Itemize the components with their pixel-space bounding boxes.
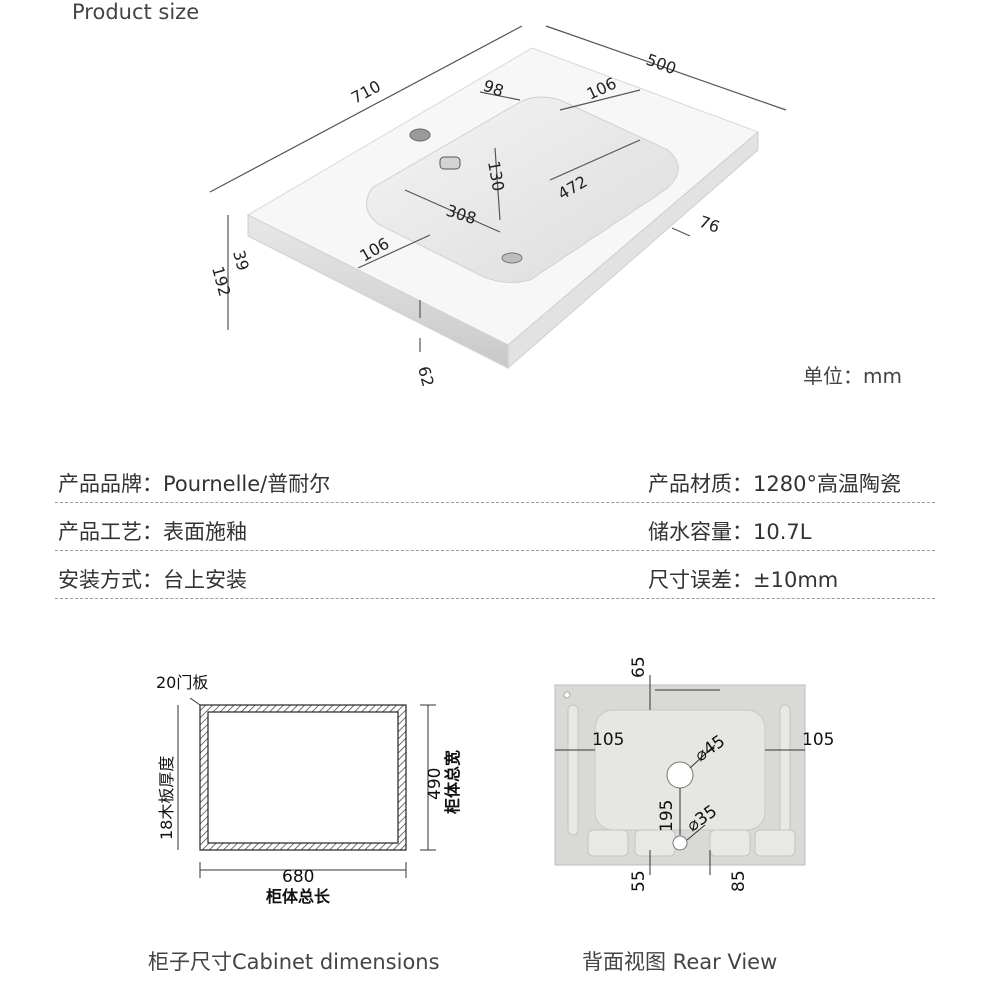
rear-top-value: 65 [629, 656, 649, 678]
spec-label: 产品品牌： [58, 472, 163, 496]
cabinet-door-label: 20门板 [156, 673, 208, 692]
spec-material: 产品材质：1280°高温陶瓷 [648, 468, 901, 498]
spec-label: 储水容量： [648, 520, 753, 544]
page-title: Product size [72, 0, 200, 24]
rear-slot-right [779, 704, 791, 836]
dim-500: 500 [644, 50, 679, 78]
rear-slot-left [567, 704, 579, 836]
cabinet-depth-label: 柜体总宽 [443, 750, 462, 814]
spec-value: 10.7L [753, 520, 812, 544]
rear-bottom-left: 55 [629, 870, 649, 892]
spec-capacity: 储水容量：10.7L [648, 516, 811, 546]
tap-hole [409, 128, 431, 142]
unit-label: 单位：mm [803, 364, 902, 388]
dim-62: 62 [414, 364, 438, 389]
dim-39: 39 [229, 248, 253, 273]
cabinet-width-value: 680 [282, 867, 314, 887]
cabinet-caption: 柜子尺寸Cabinet dimensions [148, 950, 440, 974]
rear-right-value: 105 [802, 730, 834, 750]
rear-drain-depth: 195 [657, 800, 677, 832]
spec-label: 产品工艺： [58, 520, 163, 544]
rear-drain [666, 761, 694, 789]
cabinet-inner [207, 711, 399, 844]
drain-hole [501, 252, 523, 264]
spec-value: 表面施釉 [163, 520, 247, 544]
basin-diagram: 710 500 98 106 130 472 308 106 76 39 192… [208, 25, 787, 389]
spec-brand: 产品品牌：Pournelle/普耐尔 [58, 468, 330, 498]
spec-label: 尺寸误差： [648, 568, 753, 592]
rear-foot-3 [709, 829, 751, 857]
divider [55, 502, 935, 503]
spec-value: Pournelle/普耐尔 [163, 472, 331, 496]
spec-value: ±10mm [753, 568, 839, 592]
spec-label: 产品材质： [648, 472, 753, 496]
rear-hole [672, 835, 688, 851]
cabinet-width-label: 柜体总长 [266, 887, 331, 906]
rear-foot-4 [754, 829, 796, 857]
cabinet-board-label: 18木板厚度 [157, 756, 176, 840]
rear-bottom-right: 85 [729, 870, 749, 892]
rear-foot-1 [587, 829, 629, 857]
rear-corner-hole [563, 691, 571, 699]
basin-side-edge [507, 130, 759, 370]
spec-process: 产品工艺：表面施釉 [58, 516, 247, 546]
dim-76: 76 [697, 212, 723, 237]
rear-view-diagram: 65 105 105 ⌀45 195 ⌀35 55 85 [554, 656, 834, 892]
basin-bowl [366, 96, 679, 283]
spec-install: 安装方式：台上安装 [58, 564, 247, 594]
dim-192: 192 [208, 264, 234, 298]
rear-left-value: 105 [592, 730, 624, 750]
rear-foot-2 [634, 829, 676, 857]
spec-tolerance: 尺寸误差：±10mm [648, 564, 838, 594]
spec-value: 台上安装 [163, 568, 247, 592]
cabinet-diagram: 20门板 18木板厚度 680 柜体总长 490 柜体总宽 [156, 673, 462, 906]
cabinet-depth-value: 490 [425, 768, 445, 800]
overflow-slot [439, 156, 461, 170]
divider [55, 550, 935, 551]
rear-caption: 背面视图 Rear View [582, 950, 778, 974]
spec-value: 1280°高温陶瓷 [753, 472, 901, 496]
spec-label: 安装方式： [58, 568, 163, 592]
divider [55, 598, 935, 599]
